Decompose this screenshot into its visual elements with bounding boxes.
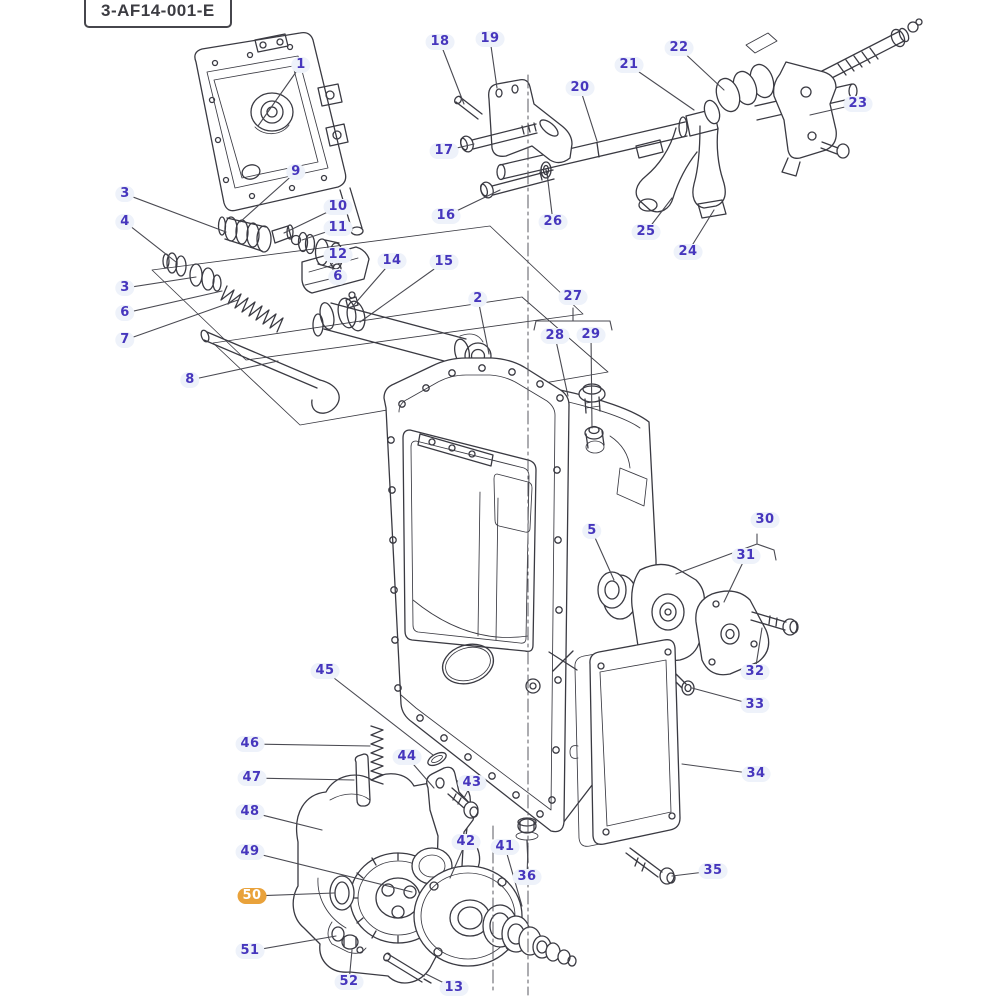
callout-c4[interactable]: 4 <box>115 214 135 230</box>
side-pump-assembly <box>597 563 799 696</box>
callout-c29[interactable]: 29 <box>576 327 606 343</box>
leader-c21 <box>628 64 695 111</box>
dowel-pin <box>354 753 371 807</box>
callout-c33[interactable]: 33 <box>740 697 770 713</box>
detent-spring-assembly <box>162 252 324 337</box>
callout-c12[interactable]: 12 <box>323 247 353 263</box>
callout-c36[interactable]: 36 <box>512 869 542 885</box>
side-cover-plate <box>569 639 681 885</box>
callout-c28[interactable]: 28 <box>540 328 570 344</box>
leader-c9 <box>239 171 297 223</box>
callout-c49[interactable]: 49 <box>235 844 265 860</box>
gasket-plate-outlines <box>151 225 609 426</box>
callout-c8[interactable]: 8 <box>180 372 200 388</box>
leader-c4 <box>124 221 177 263</box>
leader-c15 <box>359 261 445 323</box>
callout-c25[interactable]: 25 <box>631 224 661 240</box>
leader-c49 <box>249 851 413 893</box>
callout-c18[interactable]: 18 <box>425 34 455 50</box>
callout-c47[interactable]: 47 <box>237 770 267 786</box>
callout-c16[interactable]: 16 <box>431 208 461 224</box>
callout-c26[interactable]: 26 <box>538 214 568 230</box>
callout-c46[interactable]: 46 <box>235 736 265 752</box>
leader-c47 <box>251 777 355 781</box>
callout-c30[interactable]: 30 <box>750 512 780 528</box>
callout-c48[interactable]: 48 <box>235 804 265 820</box>
callout-c27[interactable]: 27 <box>558 289 588 305</box>
actuating-rod <box>200 329 340 414</box>
callout-c13[interactable]: 13 <box>439 980 469 996</box>
leader-c28 <box>554 335 569 397</box>
leader-c5 <box>591 530 615 581</box>
callout-c3a[interactable]: 3 <box>115 186 135 202</box>
leader-c18 <box>439 41 465 105</box>
callout-c11[interactable]: 11 <box>323 220 353 236</box>
callout-c31[interactable]: 31 <box>731 548 761 564</box>
callout-c50[interactable]: 50 <box>237 888 267 904</box>
callout-c6a[interactable]: 6 <box>115 305 135 321</box>
leader-c2 <box>477 298 490 355</box>
callout-c22[interactable]: 22 <box>664 40 694 56</box>
callout-c10[interactable]: 10 <box>323 199 353 215</box>
shift-rail-assembly <box>453 18 923 219</box>
drawing-code-label: 3-AF14-001-E <box>84 0 232 28</box>
callout-c23[interactable]: 23 <box>843 96 873 112</box>
bottom-pump-assembly <box>292 725 577 984</box>
callout-c21[interactable]: 21 <box>614 57 644 73</box>
nut-and-stud <box>515 817 539 863</box>
leader-c45 <box>324 670 434 756</box>
callout-c17[interactable]: 17 <box>429 143 459 159</box>
callout-c7[interactable]: 7 <box>115 332 135 348</box>
leader-c8 <box>189 360 279 381</box>
callout-c45[interactable]: 45 <box>310 663 340 679</box>
leader-c46 <box>249 743 371 747</box>
callout-c14[interactable]: 14 <box>377 253 407 269</box>
callout-c35[interactable]: 35 <box>698 863 728 879</box>
callout-c34[interactable]: 34 <box>741 766 771 782</box>
callout-c24[interactable]: 24 <box>673 244 703 260</box>
leader-c20 <box>579 87 598 142</box>
callout-c6b[interactable]: 6 <box>328 269 348 285</box>
callout-c15[interactable]: 15 <box>429 254 459 270</box>
callout-c42[interactable]: 42 <box>451 834 481 850</box>
leader-c6a <box>124 290 223 314</box>
spring <box>370 725 384 785</box>
leader-c1 <box>257 64 302 127</box>
leader-c7 <box>124 299 239 341</box>
callout-c44[interactable]: 44 <box>392 749 422 765</box>
callout-c43[interactable]: 43 <box>457 775 487 791</box>
callout-c2[interactable]: 2 <box>468 291 488 307</box>
callout-c20[interactable]: 20 <box>565 80 595 96</box>
callout-c3b[interactable]: 3 <box>115 280 135 296</box>
leader-c3a <box>124 193 227 233</box>
centerlines <box>492 74 529 996</box>
callout-c32[interactable]: 32 <box>740 664 770 680</box>
leader-c3b <box>124 276 197 289</box>
callout-c9[interactable]: 9 <box>286 164 306 180</box>
callout-c51[interactable]: 51 <box>235 943 265 959</box>
callout-c52[interactable]: 52 <box>334 974 364 990</box>
group-brackets <box>533 307 777 575</box>
leader-c26 <box>546 172 554 223</box>
callout-c5[interactable]: 5 <box>582 523 602 539</box>
callout-c41[interactable]: 41 <box>490 839 520 855</box>
callout-c1[interactable]: 1 <box>291 57 311 73</box>
leader-c29 <box>590 334 593 429</box>
callout-c19[interactable]: 19 <box>475 31 505 47</box>
leader-c19 <box>489 38 498 89</box>
